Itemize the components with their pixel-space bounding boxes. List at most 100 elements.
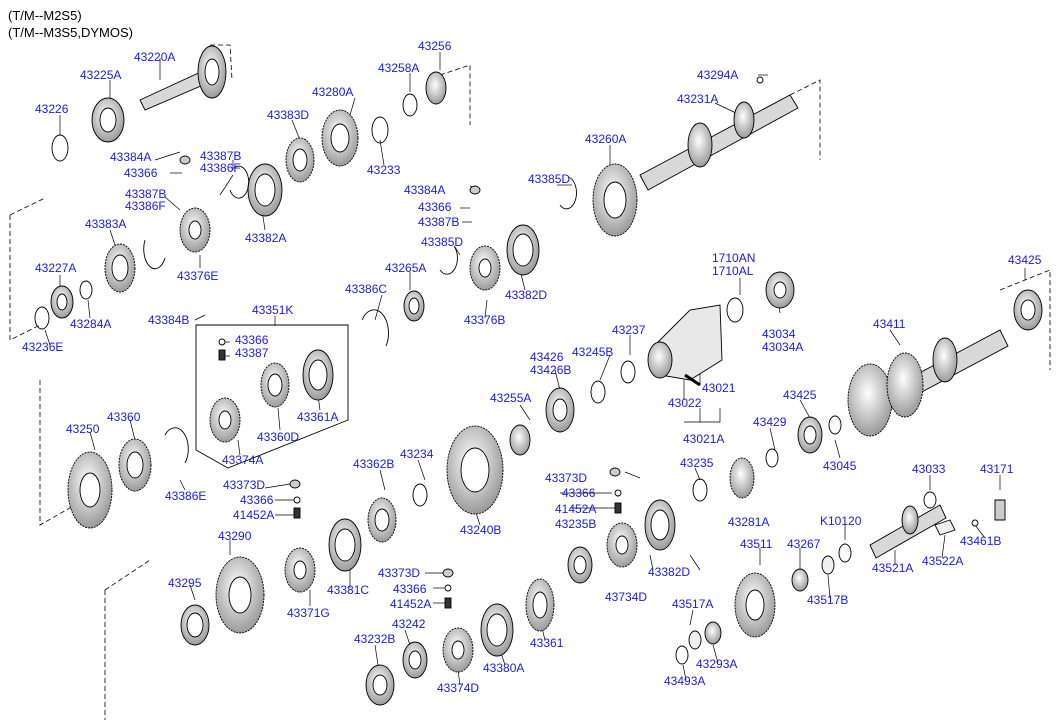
dashed-guides <box>9 44 1051 720</box>
part-label-43734D[interactable]: 43734D <box>605 590 648 604</box>
part-label-43386E[interactable]: 43386E <box>165 489 207 503</box>
part-label-43381C[interactable]: 43381C <box>327 583 370 597</box>
part-label-43034[interactable]: 43034 <box>762 327 796 341</box>
part-label-43373D[interactable]: 43373D <box>378 566 421 580</box>
part-label-43294A[interactable]: 43294A <box>697 68 739 82</box>
part-label-43384A[interactable]: 43384A <box>404 183 446 197</box>
part-label-43234[interactable]: 43234 <box>400 447 434 461</box>
part-label-43227A[interactable]: 43227A <box>35 261 77 275</box>
part-label-43373D[interactable]: 43373D <box>545 471 588 485</box>
part-label-43240B[interactable]: 43240B <box>460 523 502 537</box>
part-label-43387B[interactable]: 43387B <box>200 149 242 163</box>
part-label-43034A[interactable]: 43034A <box>762 340 804 354</box>
part-label-43382D[interactable]: 43382D <box>505 288 548 302</box>
part-label-43385D[interactable]: 43385D <box>528 172 571 186</box>
part-label-43295[interactable]: 43295 <box>168 576 202 590</box>
part-label-41452A[interactable]: 41452A <box>555 502 597 516</box>
part-label-1710AN[interactable]: 1710AN <box>712 251 756 265</box>
part-label-43429[interactable]: 43429 <box>753 415 787 429</box>
part-label-43233[interactable]: 43233 <box>367 163 401 177</box>
part-label-43384B[interactable]: 43384B <box>148 313 190 327</box>
part-label-43226[interactable]: 43226 <box>35 102 69 116</box>
part-label-43385D[interactable]: 43385D <box>421 235 464 249</box>
part-label-43360D[interactable]: 43360D <box>257 430 300 444</box>
part-label-43220A[interactable]: 43220A <box>134 50 176 64</box>
part-label-43290[interactable]: 43290 <box>218 529 252 543</box>
part-label-43387B[interactable]: 43387B <box>418 215 460 229</box>
part-label-43374A[interactable]: 43374A <box>222 453 264 467</box>
part-label-43425[interactable]: 43425 <box>783 388 817 402</box>
part-label-43265A[interactable]: 43265A <box>385 261 427 275</box>
part-label-43360[interactable]: 43360 <box>107 410 141 424</box>
part-label-43245B[interactable]: 43245B <box>572 345 614 359</box>
part-label-43231A[interactable]: 43231A <box>677 92 719 106</box>
part-label-43045[interactable]: 43045 <box>823 459 857 473</box>
part-label-43376B[interactable]: 43376B <box>464 313 506 327</box>
part-label-43493A[interactable]: 43493A <box>664 674 706 688</box>
part-label-43517A[interactable]: 43517A <box>672 597 714 611</box>
part-label-43366[interactable]: 43366 <box>393 582 427 596</box>
part-label-43511[interactable]: 43511 <box>740 537 773 551</box>
part-label-43373D[interactable]: 43373D <box>223 478 266 492</box>
part-label-43383A[interactable]: 43383A <box>85 217 127 231</box>
part-label-43362B[interactable]: 43362B <box>353 457 395 471</box>
part-label-43021[interactable]: 43021 <box>702 381 736 395</box>
part-label-41452A[interactable]: 41452A <box>390 597 432 611</box>
part-label-43281A[interactable]: 43281A <box>728 515 770 529</box>
part-label-43426[interactable]: 43426 <box>530 350 564 364</box>
part-label-43521A[interactable]: 43521A <box>872 561 914 575</box>
part-label-43366[interactable]: 43366 <box>240 493 274 507</box>
part-label-43387[interactable]: 43387 <box>235 346 269 360</box>
part-label-43255A[interactable]: 43255A <box>490 391 532 405</box>
part-label-43426B[interactable]: 43426B <box>530 363 572 377</box>
part-label-43425[interactable]: 43425 <box>1008 253 1042 267</box>
part-label-43386F[interactable]: 43386F <box>200 161 241 175</box>
part-label-43361A[interactable]: 43361A <box>297 410 339 424</box>
part-label-43376E[interactable]: 43376E <box>177 269 219 283</box>
part-label-43461B[interactable]: 43461B <box>960 534 1002 548</box>
part-label-43380A[interactable]: 43380A <box>483 661 525 675</box>
part-label-43258A[interactable]: 43258A <box>378 61 420 75</box>
part-label-1710AL[interactable]: 1710AL <box>712 264 754 278</box>
part-label-43366[interactable]: 43366 <box>562 486 596 500</box>
part-label-43366[interactable]: 43366 <box>235 333 269 347</box>
part-label-43371G[interactable]: 43371G <box>287 606 330 620</box>
part-label-43171[interactable]: 43171 <box>980 462 1014 476</box>
part-label-43236E[interactable]: 43236E <box>22 340 64 354</box>
part-label-43293A[interactable]: 43293A <box>696 657 738 671</box>
part-label-43242[interactable]: 43242 <box>392 617 426 631</box>
part-label-43386C[interactable]: 43386C <box>345 282 388 296</box>
part-label-43384A[interactable]: 43384A <box>110 150 152 164</box>
part-label-43232B[interactable]: 43232B <box>354 632 396 646</box>
part-label-43366[interactable]: 43366 <box>124 166 158 180</box>
part-label-43284A[interactable]: 43284A <box>70 317 112 331</box>
part-label-43361[interactable]: 43361 <box>530 636 564 650</box>
part-label-43387B[interactable]: 43387B <box>125 187 167 201</box>
part-label-43386F[interactable]: 43386F <box>125 199 166 213</box>
part-label-43382A[interactable]: 43382A <box>245 231 287 245</box>
part-label-K10120[interactable]: K10120 <box>820 514 862 528</box>
part-label-43351K[interactable]: 43351K <box>252 303 294 317</box>
part-label-43366[interactable]: 43366 <box>418 200 452 214</box>
part-label-43021A[interactable]: 43021A <box>683 432 725 446</box>
part-label-43411[interactable]: 43411 <box>873 317 906 331</box>
part-label-43225A[interactable]: 43225A <box>80 68 122 82</box>
part-label-43022[interactable]: 43022 <box>668 396 702 410</box>
part-label-43237[interactable]: 43237 <box>612 323 646 337</box>
part-label-43235[interactable]: 43235 <box>680 456 714 470</box>
part-label-43260A[interactable]: 43260A <box>585 132 627 146</box>
part-label-43382D[interactable]: 43382D <box>648 565 691 579</box>
part-label-43250[interactable]: 43250 <box>66 422 100 436</box>
part-label-43267[interactable]: 43267 <box>787 537 821 551</box>
part-label-41452A[interactable]: 41452A <box>233 508 275 522</box>
part-label-43517B[interactable]: 43517B <box>807 593 849 607</box>
part-label-43374D[interactable]: 43374D <box>437 681 480 695</box>
part-label-43522A[interactable]: 43522A <box>922 554 964 568</box>
part-label-43235B[interactable]: 43235B <box>555 517 597 531</box>
part-label-43280A[interactable]: 43280A <box>312 85 354 99</box>
note-model-1: (T/M--M2S5) <box>8 8 82 23</box>
part-label-43256[interactable]: 43256 <box>418 39 452 53</box>
part-label-43033[interactable]: 43033 <box>912 462 946 476</box>
part-label-43383D[interactable]: 43383D <box>267 108 310 122</box>
